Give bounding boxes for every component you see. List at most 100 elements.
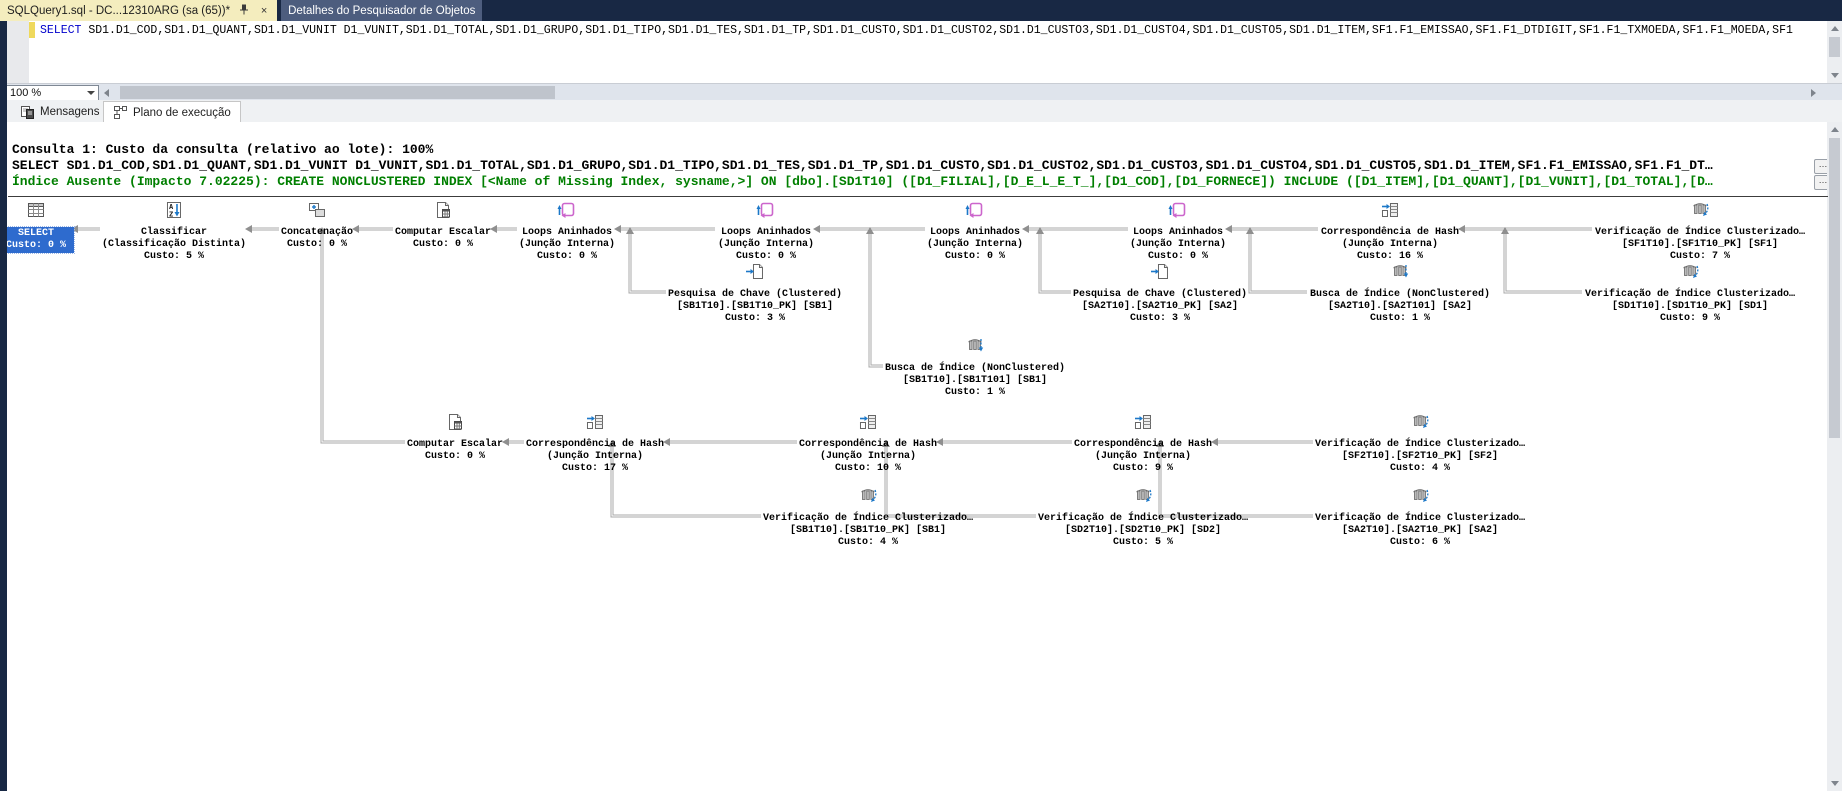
hash-match-icon	[1133, 412, 1153, 432]
plan-node-label: Loops Aninhados	[929, 227, 1021, 238]
plan-query-cost-line: Consulta 1: Custo da consulta (relativo …	[12, 142, 434, 157]
plan-node[interactable]: Loops Aninhados(Junção Interna)Custo: 0 …	[718, 200, 814, 263]
sql-code-line[interactable]: SELECT SD1.D1_COD,SD1.D1_QUANT,SD1.D1_VU…	[40, 24, 1820, 39]
changed-line-bar	[29, 22, 35, 38]
pin-icon[interactable]	[238, 4, 250, 18]
messages-icon	[20, 105, 35, 120]
missing-index-line: Índice Ausente (Impacto 7.02225): CREATE…	[12, 174, 1713, 189]
scroll-up-arrow-icon[interactable]	[1827, 122, 1842, 137]
hash-match-icon	[585, 412, 605, 432]
tab-object-explorer-details[interactable]: Detalhes do Pesquisador de Objetos	[281, 0, 483, 21]
plan-node-label: Custo: 0 %	[735, 251, 797, 262]
plan-node-label: Custo: 0 %	[286, 239, 348, 250]
plan-scroll-thumb[interactable]	[1829, 138, 1840, 438]
plan-node[interactable]: Verificação de Índice Clusterizado…[SF1T…	[1595, 200, 1805, 263]
plan-node-label: Busca de Índice (NonClustered)	[884, 363, 1066, 374]
plan-node-labels: Pesquisa de Chave (Clustered)[SA2T10].[S…	[1073, 289, 1247, 325]
zoom-select[interactable]: 100 %	[4, 85, 99, 101]
plan-node-label: Custo: 0 %	[944, 251, 1006, 262]
plan-node[interactable]: Pesquisa de Chave (Clustered)[SA2T10].[S…	[1073, 262, 1247, 325]
sql-editor[interactable]: SELECT SD1.D1_COD,SD1.D1_QUANT,SD1.D1_VU…	[0, 21, 1842, 83]
plan-node-label: Loops Aninhados	[720, 227, 812, 238]
plan-node-label: Pesquisa de Chave (Clustered)	[1072, 289, 1248, 300]
tab-sqlquery1-label: SQLQuery1.sql - DC...12310ARG (sa (65))*	[7, 4, 231, 17]
tab-execution-plan[interactable]: Plano de execução	[103, 101, 241, 123]
plan-node-label: Classificar	[140, 227, 207, 238]
editor-vertical-scrollbar[interactable]	[1827, 21, 1842, 83]
plan-node-label: (Junção Interna)	[819, 451, 916, 462]
plan-node-labels: Correspondência de Hash(Junção Interna)C…	[1074, 439, 1212, 475]
key-lookup-icon	[745, 262, 765, 282]
plan-node-label: Pesquisa de Chave (Clustered)	[667, 289, 843, 300]
plan-node[interactable]: Correspondência de Hash(Junção Interna)C…	[1074, 412, 1212, 475]
compute-scalar-icon	[445, 412, 465, 432]
plan-node[interactable]: Verificação de Índice Clusterizado…[SB1T…	[763, 486, 973, 549]
tab-sqlquery1[interactable]: SQLQuery1.sql - DC...12310ARG (sa (65))*…	[0, 0, 278, 21]
plan-node[interactable]: Correspondência de Hash(Junção Interna)C…	[526, 412, 664, 475]
editor-hscroll-thumb[interactable]	[120, 86, 555, 99]
plan-node-label: Custo: 9 %	[1112, 463, 1173, 474]
plan-node-label: Verificação de Índice Clusterizado…	[1037, 513, 1249, 524]
plan-node-label: [SA2T10].[SA2T10_PK] [SA2]	[1081, 301, 1239, 312]
index-seek-icon	[1390, 262, 1410, 282]
plan-node[interactable]: Correspondência de Hash(Junção Interna)C…	[1321, 200, 1459, 263]
plan-node[interactable]: Busca de Índice (NonClustered)[SB1T10].[…	[885, 336, 1065, 399]
plan-node[interactable]: Loops Aninhados(Junção Interna)Custo: 0 …	[927, 200, 1023, 263]
plan-vertical-scrollbar[interactable]	[1827, 122, 1842, 791]
plan-node-label: Correspondência de Hash	[525, 439, 665, 450]
plan-header-separator	[8, 196, 1828, 197]
plan-node-label: Custo: 5 %	[1112, 537, 1174, 548]
plan-node-labels: Verificação de Índice Clusterizado…[SF1T…	[1595, 227, 1805, 263]
plan-node[interactable]: Verificação de Índice Clusterizado…[SF2T…	[1315, 412, 1525, 475]
plan-node-label: Custo: 4 %	[1389, 463, 1451, 474]
plan-node-label: Loops Aninhados	[1132, 227, 1224, 238]
plan-node-label: [SA2T10].[SA2T10_PK] [SA2]	[1341, 525, 1499, 536]
plan-node[interactable]: Busca de Índice (NonClustered)[SA2T10].[…	[1310, 262, 1490, 325]
scroll-right-arrow-icon[interactable]	[1806, 85, 1821, 100]
tab-messages[interactable]: Mensagens	[11, 102, 108, 122]
clustered-index-scan-icon	[1410, 412, 1430, 432]
plan-statement-line: SELECT SD1.D1_COD,SD1.D1_QUANT,SD1.D1_VU…	[12, 158, 1713, 173]
plan-node[interactable]: Correspondência de Hash(Junção Interna)C…	[799, 412, 937, 475]
nested-loops-icon	[1168, 200, 1188, 220]
plan-node-label: Custo: 10 %	[834, 463, 901, 474]
close-icon[interactable]: ×	[260, 4, 268, 17]
editor-scroll-thumb[interactable]	[1829, 37, 1840, 57]
plan-node-labels: Pesquisa de Chave (Clustered)[SB1T10].[S…	[668, 289, 842, 325]
plan-node-label: (Junção Interna)	[518, 239, 616, 250]
plan-node-label: (Junção Interna)	[546, 451, 643, 462]
plan-node[interactable]: Pesquisa de Chave (Clustered)[SB1T10].[S…	[668, 262, 842, 325]
plan-node[interactable]: Loops Aninhados(Junção Interna)Custo: 0 …	[519, 200, 615, 263]
plan-node-labels: Correspondência de Hash(Junção Interna)C…	[1321, 227, 1459, 263]
scroll-down-arrow-icon[interactable]	[1827, 776, 1842, 791]
scroll-up-arrow-icon[interactable]	[1827, 21, 1842, 36]
zoom-value: 100 %	[10, 87, 42, 99]
concatenation-icon	[307, 200, 327, 220]
plan-node-label: SELECT	[17, 228, 55, 239]
plan-node-label: Correspondência de Hash	[1320, 227, 1460, 238]
plan-node[interactable]: Loops Aninhados(Junção Interna)Custo: 0 …	[1130, 200, 1226, 263]
plan-node-labels: Verificação de Índice Clusterizado…[SD2T…	[1038, 513, 1248, 549]
tab-messages-label: Mensagens	[40, 106, 100, 118]
scroll-down-arrow-icon[interactable]	[1827, 68, 1842, 83]
plan-node-label: Correspondência de Hash	[1073, 439, 1213, 450]
svg-text:Z: Z	[169, 211, 173, 219]
plan-node[interactable]: Verificação de Índice Clusterizado…[SD1T…	[1585, 262, 1795, 325]
plan-node[interactable]: Verificação de Índice Clusterizado…[SA2T…	[1315, 486, 1525, 549]
plan-node-label: (Junção Interna)	[926, 239, 1024, 250]
plan-node-labels: Busca de Índice (NonClustered)[SA2T10].[…	[1310, 289, 1490, 325]
plan-node-label: (Junção Interna)	[717, 239, 815, 250]
plan-node-label: Verificação de Índice Clusterizado…	[762, 513, 974, 524]
scroll-left-arrow-icon[interactable]	[99, 85, 114, 100]
plan-node-label: Computar Escalar	[394, 227, 492, 238]
plan-node[interactable]: Verificação de Índice Clusterizado…[SD2T…	[1038, 486, 1248, 549]
